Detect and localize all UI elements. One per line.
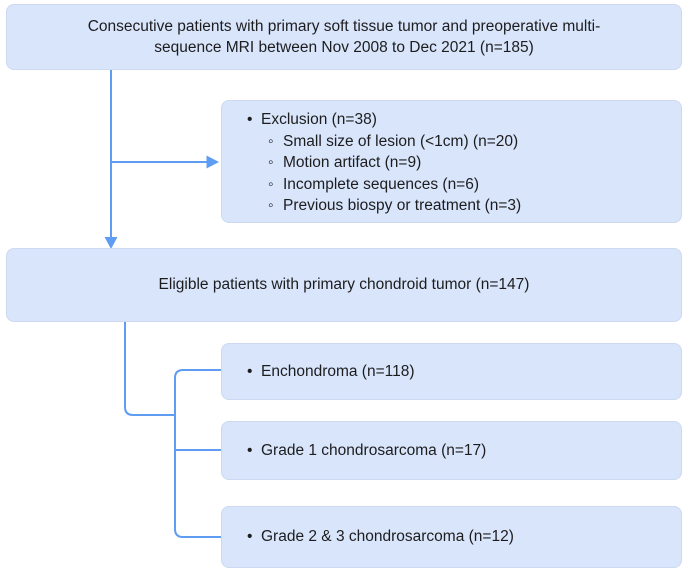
exclusion-item: ◦ Incomplete sequences (n=6) bbox=[268, 174, 671, 196]
box-consecutive-patients-label: Consecutive patients with primary soft t… bbox=[87, 17, 601, 57]
arrowhead-right-icon bbox=[206, 155, 219, 169]
box-consecutive-patients: Consecutive patients with primary soft t… bbox=[6, 4, 682, 70]
exclusion-title-row: • Exclusion (n=38) bbox=[247, 109, 671, 131]
exclusion-item-label: Incomplete sequences (n=6) bbox=[283, 175, 480, 193]
circle-bullet-icon: ◦ bbox=[268, 175, 274, 193]
exclusion-item-label: Motion artifact (n=9) bbox=[283, 154, 422, 171]
box-eligible-patients-label: Eligible patients with primary chondroid… bbox=[158, 276, 530, 294]
arrowhead-down-icon bbox=[104, 237, 118, 249]
bullet-icon: • bbox=[247, 441, 253, 459]
box-exclusion: • Exclusion (n=38) ◦ Small size of lesio… bbox=[221, 100, 682, 223]
exclusion-item-label: Previous biospy or treatment (n=3) bbox=[283, 197, 522, 214]
bullet-icon: • bbox=[247, 528, 253, 546]
box-enchondroma-label: Enchondroma (n=118) bbox=[261, 362, 415, 380]
exclusion-sublist: ◦ Small size of lesion (<1cm) (n=20) ◦ M… bbox=[268, 131, 671, 217]
circle-bullet-icon: ◦ bbox=[268, 154, 274, 171]
exclusion-title: Exclusion (n=38) bbox=[261, 111, 377, 128]
box-grade1-chondrosarcoma-label: Grade 1 chondrosarcoma (n=17) bbox=[261, 441, 487, 459]
connector-outcome-trunk bbox=[174, 369, 221, 538]
circle-bullet-icon: ◦ bbox=[268, 197, 274, 214]
connector-eligible-to-trunk bbox=[124, 322, 175, 416]
circle-bullet-icon: ◦ bbox=[268, 132, 274, 150]
exclusion-item: ◦ Motion artifact (n=9) bbox=[268, 152, 671, 174]
box-grade23-chondrosarcoma-label: Grade 2 & 3 chondrosarcoma (n=12) bbox=[261, 528, 514, 546]
box-eligible-patients: Eligible patients with primary chondroid… bbox=[6, 248, 682, 322]
bullet-icon: • bbox=[247, 362, 253, 380]
box-grade23-chondrosarcoma: • Grade 2 & 3 chondrosarcoma (n=12) bbox=[221, 506, 682, 568]
exclusion-item: ◦ Previous biospy or treatment (n=3) bbox=[268, 195, 671, 217]
box-enchondroma: • Enchondroma (n=118) bbox=[221, 343, 682, 400]
exclusion-item-label: Small size of lesion (<1cm) (n=20) bbox=[283, 132, 519, 150]
box-grade1-chondrosarcoma: • Grade 1 chondrosarcoma (n=17) bbox=[221, 421, 682, 480]
bullet-icon: • bbox=[247, 111, 253, 128]
exclusion-item: ◦ Small size of lesion (<1cm) (n=20) bbox=[268, 131, 671, 153]
